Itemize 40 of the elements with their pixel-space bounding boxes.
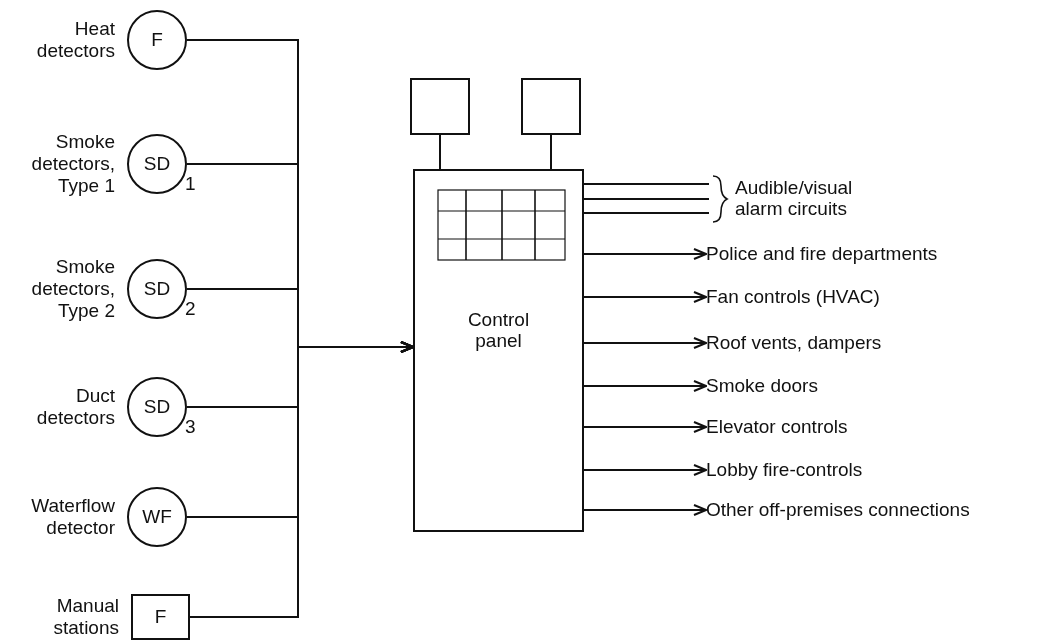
connector-line: [583, 183, 710, 185]
device-box: [410, 78, 470, 135]
output-label: Police and fire departments: [706, 241, 1042, 267]
output-label: Roof vents, dampers: [706, 330, 966, 356]
arrow: [583, 337, 707, 349]
arrow: [583, 291, 707, 303]
arrow: [583, 421, 707, 433]
output-label: Other off-premises connections: [706, 497, 1042, 523]
connector-line: [583, 198, 710, 200]
detector-caption: Heat detectors: [35, 18, 115, 62]
subscript-number: 2: [185, 299, 196, 318]
subscript-number: 1: [185, 174, 196, 193]
detector-circle: WF: [127, 487, 187, 547]
detector-circle: F: [127, 10, 187, 70]
panel-label: Control panel: [466, 309, 531, 352]
detector-circle: SD: [127, 377, 187, 437]
output-label: Elevator controls: [706, 414, 966, 440]
connector-line: [439, 134, 441, 170]
output-label: Lobby fire-controls: [706, 457, 966, 483]
detector-circle: SD: [127, 134, 187, 194]
output-label: Fan controls (HVAC): [706, 284, 966, 310]
subscript-number: 3: [185, 417, 196, 436]
manual-station-box: F: [131, 594, 190, 640]
detector-caption: Waterflow detector: [30, 495, 115, 539]
output-label: Audible/visual alarm circuits: [735, 178, 854, 220]
output-label: Smoke doors: [706, 373, 966, 399]
control-panel-box: [413, 169, 584, 532]
detector-caption: Duct detectors: [35, 385, 115, 429]
arrow: [583, 248, 707, 260]
arrow: [189, 341, 414, 618]
detector-caption: Smoke detectors, Type 2: [30, 256, 115, 322]
connector-line: [583, 212, 710, 214]
detector-caption: Manual stations: [52, 595, 119, 639]
connector-line: [550, 134, 552, 170]
detector-circle: SD: [127, 259, 187, 319]
device-box: [521, 78, 581, 135]
arrow: [583, 504, 707, 516]
detector-caption: Smoke detectors, Type 1: [30, 131, 115, 197]
arrow: [583, 380, 707, 392]
arrow: [583, 464, 707, 476]
